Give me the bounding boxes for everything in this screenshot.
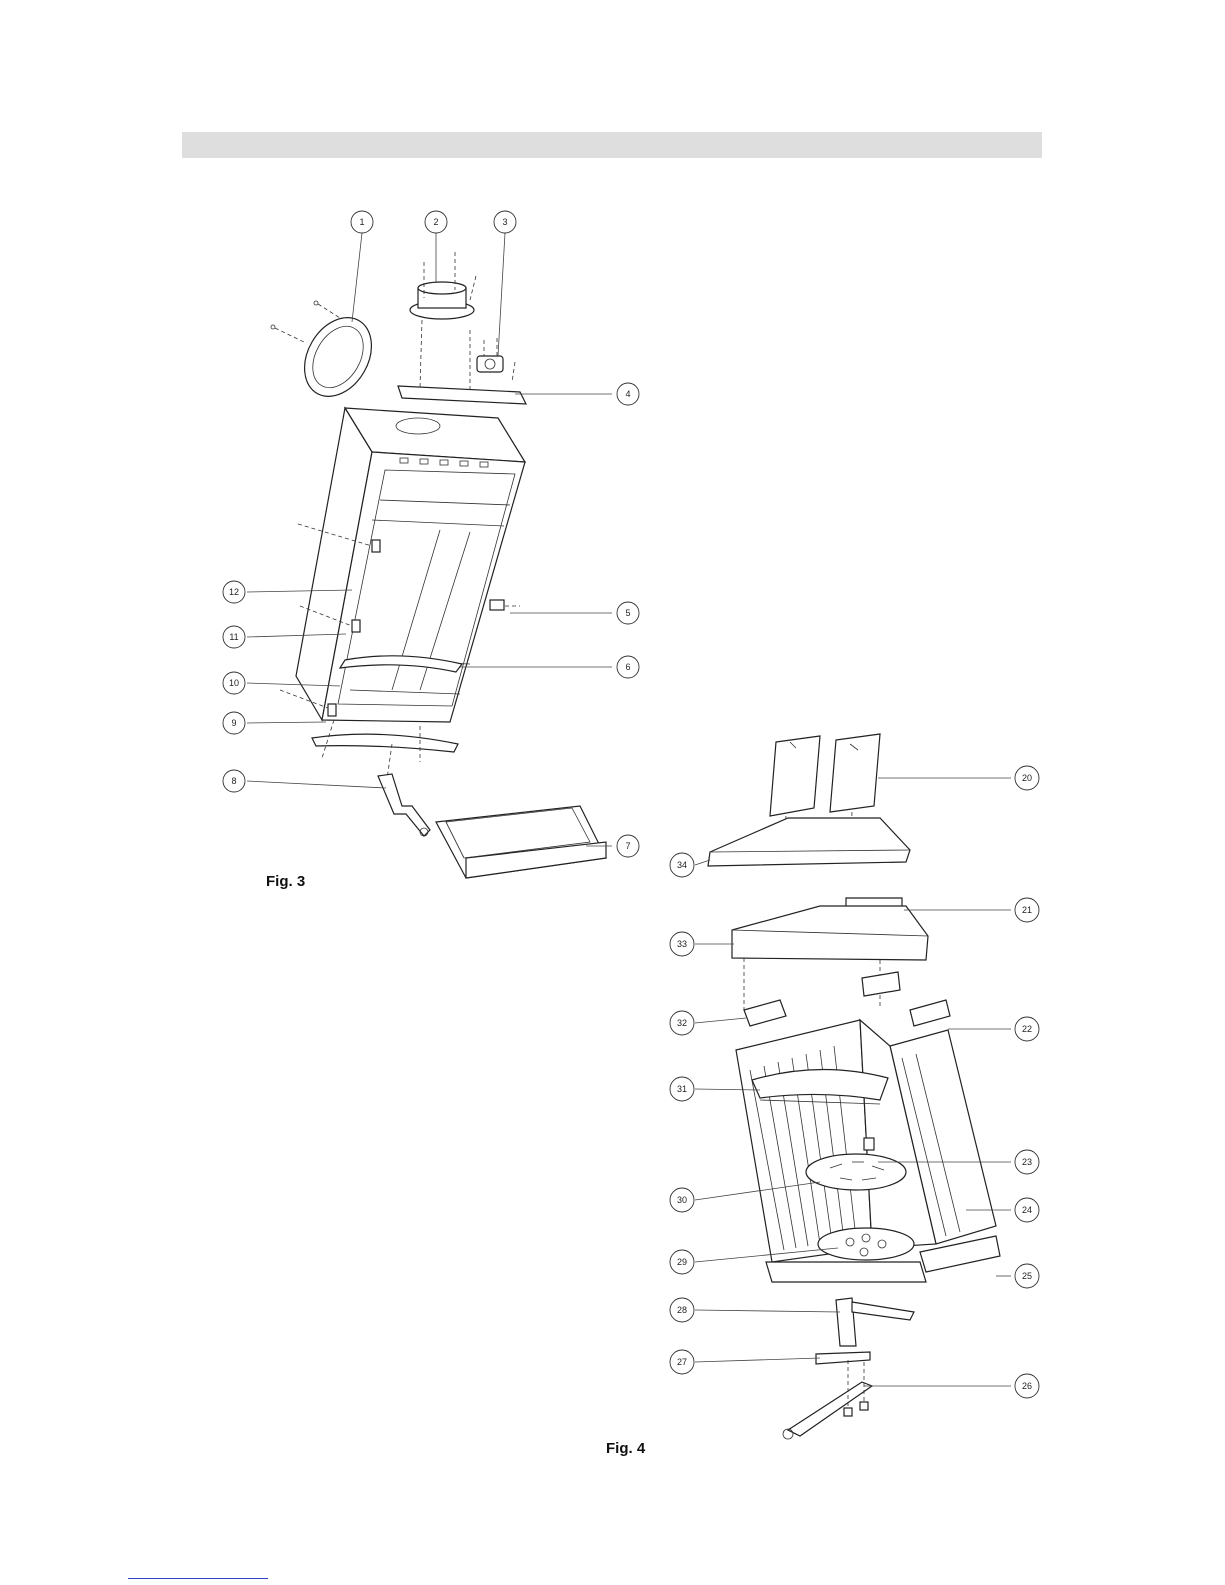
callout-label: 8 <box>231 776 236 786</box>
callout-label: 12 <box>229 587 239 597</box>
callout-label: 22 <box>1022 1024 1032 1034</box>
fig4-drawing <box>708 734 1000 1439</box>
callout-label: 30 <box>677 1195 687 1205</box>
callout-label: 5 <box>625 608 630 618</box>
callout-label: 33 <box>677 939 687 949</box>
callout-label: 24 <box>1022 1205 1032 1215</box>
callout-label: 34 <box>677 860 687 870</box>
callout-label: 27 <box>677 1357 687 1367</box>
callout-label: 23 <box>1022 1157 1032 1167</box>
callout-label: 9 <box>231 718 236 728</box>
callout-label: 3 <box>502 217 507 227</box>
callout-label: 31 <box>677 1084 687 1094</box>
callout-label: 26 <box>1022 1381 1032 1391</box>
callout-label: 32 <box>677 1018 687 1028</box>
fig4-caption: Fig. 4 <box>606 1440 645 1457</box>
callout-label: 11 <box>229 632 238 642</box>
fig3-caption: Fig. 3 <box>266 873 305 890</box>
footer-link-underline[interactable] <box>128 1578 268 1579</box>
callout-label: 25 <box>1022 1271 1032 1281</box>
callout-label: 6 <box>625 662 630 672</box>
callout-label: 20 <box>1022 773 1032 783</box>
callout-label: 10 <box>229 678 239 688</box>
callout-label: 28 <box>677 1305 687 1315</box>
callout-label: 29 <box>677 1257 687 1267</box>
callout-label: 21 <box>1022 905 1032 915</box>
callout-label: 7 <box>625 841 630 851</box>
callout-label: 4 <box>625 389 630 399</box>
fig3-drawing <box>271 252 606 878</box>
callout-label: 2 <box>433 217 438 227</box>
callout-label: 1 <box>359 217 364 227</box>
